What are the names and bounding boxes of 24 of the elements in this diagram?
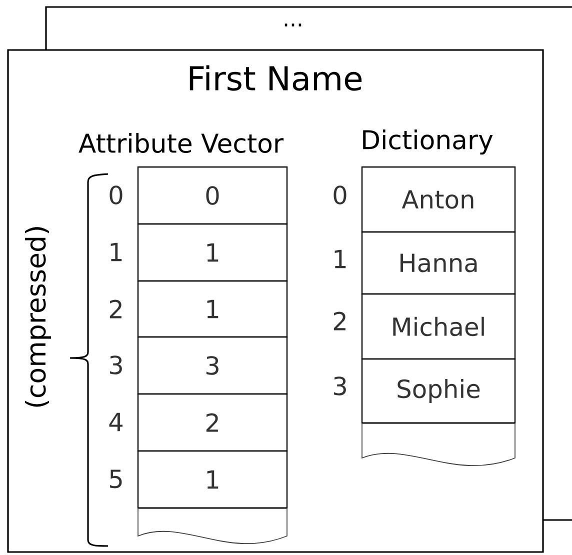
row-index: 2 — [334, 312, 346, 330]
row-index: 5 — [110, 470, 122, 488]
row-index: 1 — [334, 250, 346, 268]
column-header: Attribute Vector — [78, 132, 284, 153]
torn-end — [138, 507, 288, 544]
table-cell: Sophie — [361, 358, 516, 424]
table-cell: Hanna — [361, 231, 516, 295]
table-cell: 1 — [137, 450, 288, 509]
table-cell: 1 — [137, 280, 288, 338]
column-header: Dictionary — [363, 129, 493, 155]
row-index: 4 — [109, 412, 123, 432]
table-cell: 0 — [137, 166, 288, 225]
row-index: 3 — [110, 356, 122, 374]
row-index: 0 — [110, 186, 122, 204]
table-cell: Michael — [361, 293, 516, 360]
row-index: 1 — [110, 242, 122, 262]
row-index: 2 — [110, 300, 122, 318]
table-cell: Anton — [361, 166, 516, 233]
table-cell: 3 — [137, 336, 288, 395]
row-index: 3 — [334, 376, 346, 396]
table-cell: 1 — [137, 223, 288, 282]
row-index: 0 — [334, 186, 346, 204]
table-cell: 2 — [137, 393, 288, 452]
torn-end — [362, 422, 516, 466]
